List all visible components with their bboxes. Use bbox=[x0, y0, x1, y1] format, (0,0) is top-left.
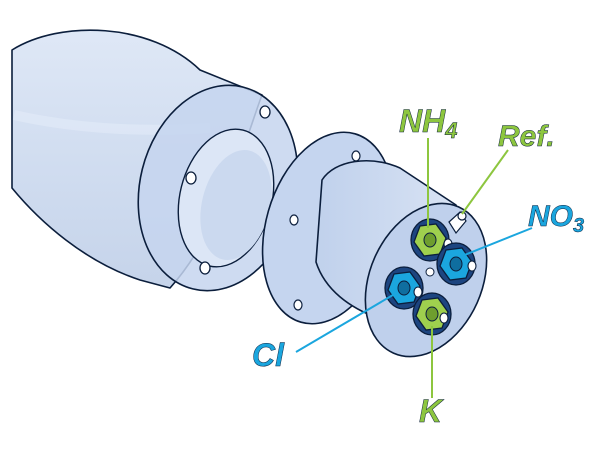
flange-hole bbox=[259, 105, 271, 119]
plate-hole bbox=[351, 150, 361, 162]
label-nh4: NH4 bbox=[399, 103, 457, 143]
plate-hole bbox=[289, 214, 299, 226]
leader-no3 bbox=[461, 227, 533, 257]
ref-pin bbox=[448, 211, 467, 235]
label-no3-base: NO bbox=[528, 200, 573, 233]
label-no3-sub: 3 bbox=[573, 215, 584, 237]
plate-hole bbox=[293, 299, 303, 311]
label-nh4-base: NH bbox=[399, 103, 446, 139]
sensor-end-face bbox=[364, 202, 488, 358]
label-no3: NO3 bbox=[528, 200, 584, 237]
flange-inner-shade bbox=[200, 150, 272, 260]
flange-hole bbox=[199, 261, 211, 275]
label-nh4-sub: 4 bbox=[444, 118, 457, 143]
label-k: K bbox=[419, 393, 445, 429]
end-face-center-dot bbox=[425, 267, 435, 277]
leader-ref bbox=[461, 149, 509, 215]
electrode-cl bbox=[384, 266, 424, 310]
label-ref: Ref. bbox=[498, 120, 555, 153]
electrode-k bbox=[412, 292, 452, 336]
electrode-no3 bbox=[436, 242, 477, 286]
leader-cl bbox=[295, 291, 399, 353]
flange-hole bbox=[185, 171, 197, 185]
label-cl: Cl bbox=[252, 337, 285, 373]
